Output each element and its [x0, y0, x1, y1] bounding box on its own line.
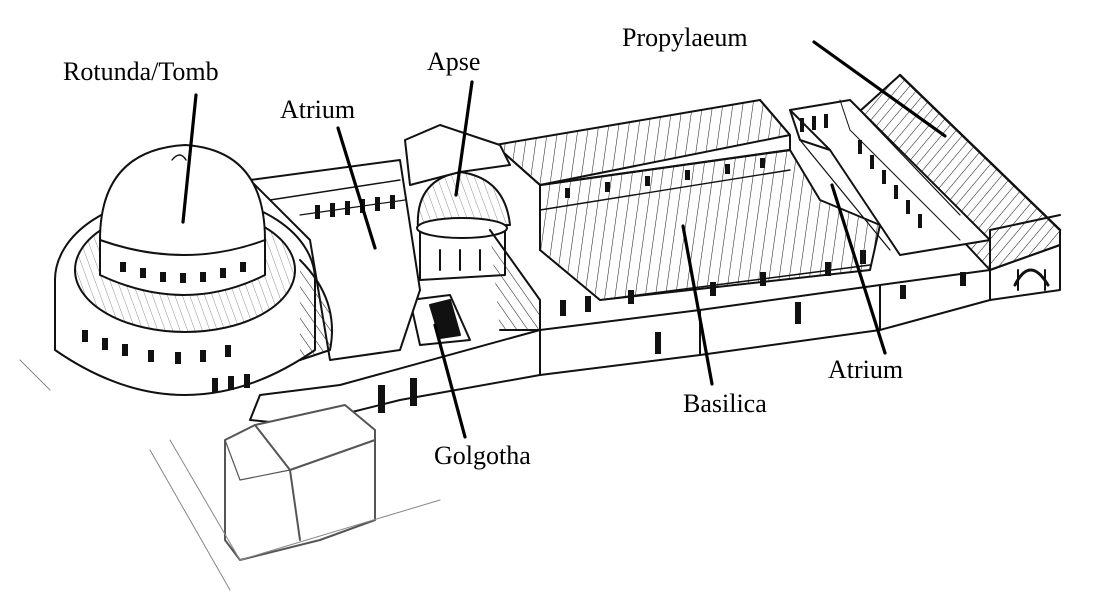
label-golgotha: Golgotha — [434, 441, 531, 470]
front-annex — [224, 404, 376, 561]
leader-atrium-west — [336, 126, 377, 250]
east-atrium-colonnade — [800, 114, 922, 228]
labels: Rotunda/Tomb Atrium Apse Propylaeum Basi… — [63, 23, 903, 470]
apse-building — [404, 124, 541, 331]
leader-rotunda — [181, 93, 198, 224]
building-drawing — [19, 73, 1062, 591]
leader-basilica — [681, 224, 714, 386]
label-atrium-east: Atrium — [828, 355, 903, 384]
rotunda-lower-windows — [82, 330, 250, 392]
leader-lines — [181, 40, 947, 439]
leader-golgotha — [433, 323, 467, 439]
basilica-windows — [565, 158, 765, 198]
rotunda-drum-windows — [120, 262, 246, 283]
leader-atrium-east — [830, 183, 887, 355]
label-basilica: Basilica — [683, 389, 767, 418]
label-apse: Apse — [427, 47, 480, 76]
front-annex-ground — [19, 359, 441, 591]
propylaeum-building — [849, 73, 1062, 291]
leader-propylaeum — [812, 40, 947, 138]
east-atrium-court — [789, 99, 991, 256]
label-rotunda: Rotunda/Tomb — [63, 57, 219, 86]
basilica-building — [494, 99, 881, 301]
label-propylaeum: Propylaeum — [622, 23, 748, 52]
label-atrium-west: Atrium — [280, 95, 355, 124]
leader-apse — [454, 80, 474, 197]
